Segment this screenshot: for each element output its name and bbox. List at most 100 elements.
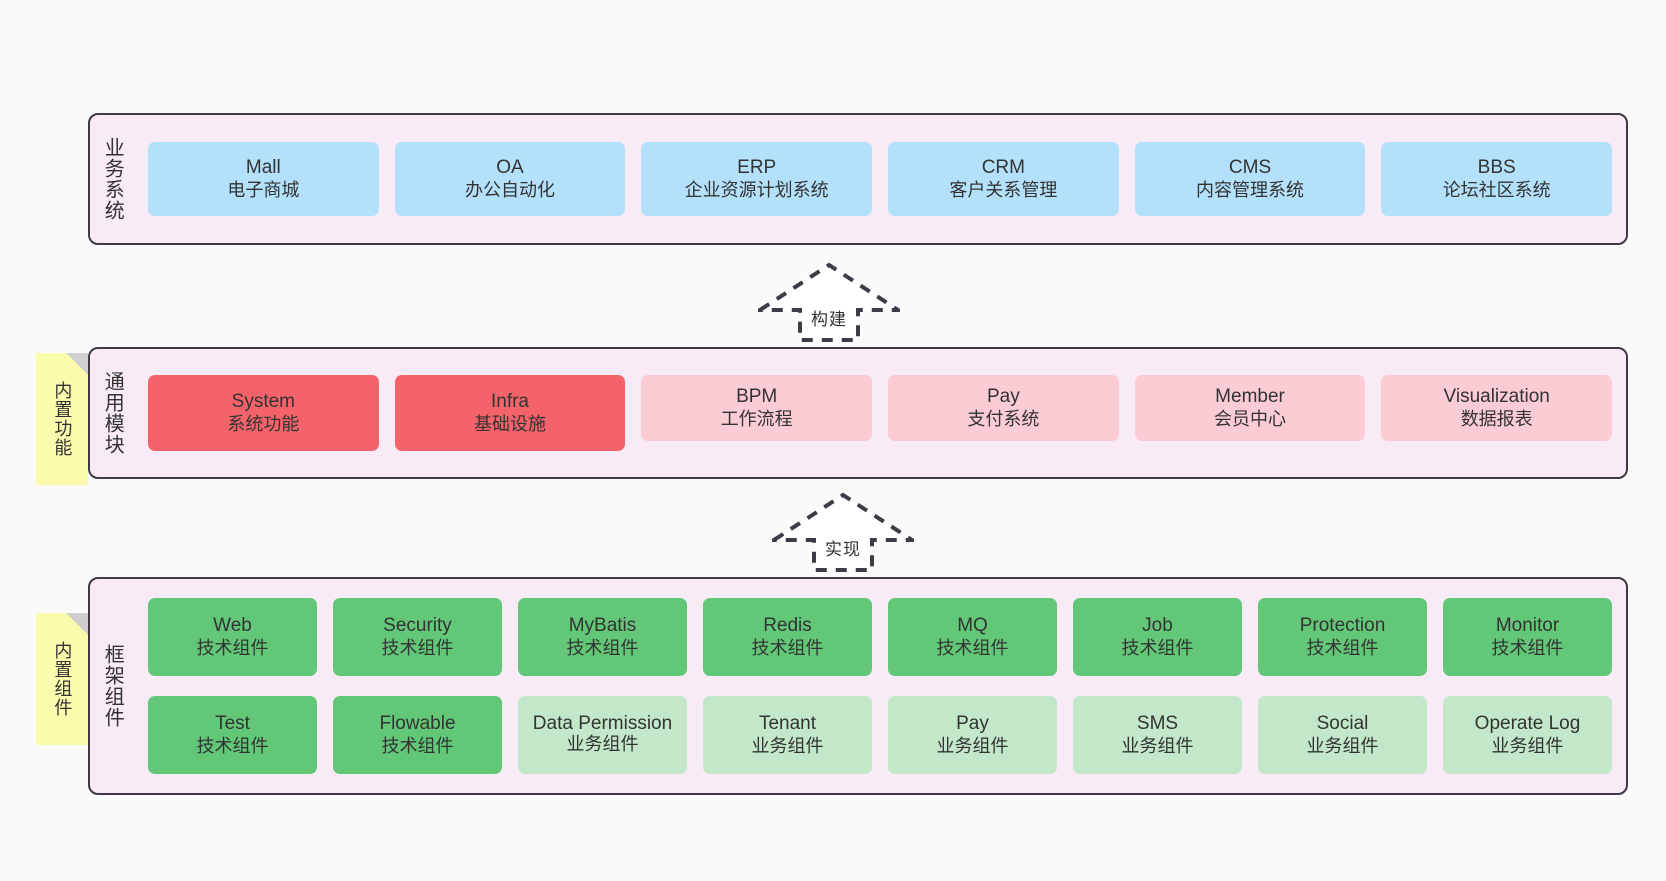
cell-system-cn: 系统功能 — [227, 413, 300, 434]
layer-business-title: 业务系统 — [101, 137, 124, 221]
cell-visualization[interactable]: Visualization 数据报表 — [1381, 375, 1613, 441]
cell-sms-cn: 业务组件 — [1121, 735, 1194, 756]
cell-social-en: Social — [1316, 713, 1369, 735]
cell-job-en: Job — [1142, 615, 1173, 637]
layer-module-body: System 系统功能 Infra 基础设施 BPM 工作流程 Pay 支付系统… — [134, 349, 1626, 477]
cell-protection[interactable]: Protection 技术组件 — [1258, 598, 1427, 676]
cell-bpm-en: BPM — [736, 386, 778, 408]
cell-infra-cn: 基础设施 — [474, 413, 546, 434]
cell-mall[interactable]: Mall 电子商城 — [148, 142, 379, 216]
cell-operate-log-cn: 业务组件 — [1491, 735, 1564, 756]
sticky-note-builtin-component-label: 内置组件 — [52, 641, 73, 717]
cell-sms[interactable]: SMS 业务组件 — [1073, 696, 1242, 774]
cell-bpm[interactable]: BPM 工作流程 — [641, 375, 873, 441]
cell-cms-cn: 内容管理系统 — [1196, 179, 1305, 200]
connector-implement-label: 实现 — [825, 540, 861, 559]
cell-cms-en: CMS — [1228, 157, 1272, 179]
cell-job-cn: 技术组件 — [1121, 637, 1194, 658]
cell-security-en: Security — [383, 615, 452, 637]
connector-build-label: 构建 — [811, 310, 847, 329]
layer-framework-row-tech: Web 技术组件 Security 技术组件 MyBatis 技术组件 Redi… — [148, 598, 1612, 676]
cell-web-en: Web — [213, 615, 252, 637]
cell-monitor-cn: 技术组件 — [1491, 637, 1564, 658]
cell-system[interactable]: System 系统功能 — [148, 375, 379, 451]
cell-social[interactable]: Social 业务组件 — [1258, 696, 1427, 774]
cell-mq[interactable]: MQ 技术组件 — [888, 598, 1057, 676]
cell-social-cn: 业务组件 — [1306, 735, 1379, 756]
cell-cms[interactable]: CMS 内容管理系统 — [1134, 142, 1366, 216]
cell-mall-en: Mall — [245, 157, 281, 179]
cell-flowable-cn: 技术组件 — [381, 735, 454, 756]
cell-mq-cn: 技术组件 — [936, 637, 1009, 658]
cell-security[interactable]: Security 技术组件 — [333, 598, 502, 676]
connector-build: 构建 — [758, 262, 900, 342]
cell-oa-en: OA — [496, 157, 524, 179]
cell-sms-en: SMS — [1136, 713, 1179, 735]
cell-mybatis-cn: 技术组件 — [566, 637, 639, 658]
cell-protection-cn: 技术组件 — [1306, 637, 1379, 658]
cell-bbs-en: BBS — [1477, 157, 1516, 179]
cell-crm-en: CRM — [981, 157, 1025, 179]
layer-business-body: Mall 电子商城 OA 办公自动化 ERP 企业资源计划系统 CRM 客户关系… — [134, 115, 1626, 243]
cell-pay-module-cn: 支付系统 — [967, 408, 1040, 429]
layer-module-row: System 系统功能 Infra 基础设施 BPM 工作流程 Pay 支付系统… — [148, 375, 1613, 451]
cell-bpm-cn: 工作流程 — [720, 408, 793, 429]
sticky-note-builtin-function-label: 内置功能 — [52, 381, 73, 457]
cell-operate-log[interactable]: Operate Log 业务组件 — [1443, 696, 1612, 774]
cell-protection-en: Protection — [1299, 615, 1386, 637]
layer-module: 通用模块 System 系统功能 Infra 基础设施 BPM 工作流程 Pay… — [88, 347, 1628, 479]
cell-data-permission-en: Data Permission — [532, 712, 673, 734]
cell-erp[interactable]: ERP 企业资源计划系统 — [641, 142, 873, 216]
cell-system-en: System — [231, 391, 296, 413]
cell-redis-en: Redis — [763, 615, 812, 637]
cell-monitor-en: Monitor — [1495, 615, 1560, 637]
cell-job[interactable]: Job 技术组件 — [1073, 598, 1242, 676]
layer-framework: 框架组件 Web 技术组件 Security 技术组件 MyBatis 技术组件… — [88, 577, 1628, 795]
sticky-note-builtin-function: 内置功能 — [36, 353, 88, 485]
cell-monitor[interactable]: Monitor 技术组件 — [1443, 598, 1612, 676]
cell-crm[interactable]: CRM 客户关系管理 — [888, 142, 1119, 216]
cell-erp-en: ERP — [737, 157, 777, 179]
cell-pay-component[interactable]: Pay 业务组件 — [888, 696, 1057, 774]
cell-pay-module-en: Pay — [986, 386, 1020, 408]
cell-visualization-en: Visualization — [1443, 386, 1550, 408]
cell-test[interactable]: Test 技术组件 — [148, 696, 317, 774]
cell-oa[interactable]: OA 办公自动化 — [394, 142, 626, 216]
cell-oa-cn: 办公自动化 — [465, 179, 555, 200]
layer-framework-body: Web 技术组件 Security 技术组件 MyBatis 技术组件 Redi… — [134, 579, 1626, 793]
cell-pay-module[interactable]: Pay 支付系统 — [888, 375, 1119, 441]
layer-module-title: 通用模块 — [101, 371, 124, 455]
sticky-note-builtin-component: 内置组件 — [36, 613, 88, 745]
layer-framework-row-biz: Test 技术组件 Flowable 技术组件 Data Permission … — [148, 696, 1612, 774]
cell-web-cn: 技术组件 — [196, 637, 269, 658]
cell-pay-component-en: Pay — [956, 713, 989, 735]
cell-tenant-cn: 业务组件 — [751, 735, 824, 756]
cell-visualization-cn: 数据报表 — [1460, 408, 1533, 429]
cell-mybatis[interactable]: MyBatis 技术组件 — [518, 598, 687, 676]
cell-redis[interactable]: Redis 技术组件 — [703, 598, 872, 676]
cell-mall-cn: 电子商城 — [227, 179, 300, 200]
cell-bbs-cn: 论坛社区系统 — [1442, 179, 1551, 200]
cell-infra-en: Infra — [490, 391, 530, 413]
cell-test-en: Test — [215, 713, 250, 735]
cell-security-cn: 技术组件 — [381, 637, 454, 658]
cell-flowable[interactable]: Flowable 技术组件 — [333, 696, 502, 774]
cell-web[interactable]: Web 技术组件 — [148, 598, 317, 676]
cell-operate-log-en: Operate Log — [1474, 713, 1581, 735]
layer-business: 业务系统 Mall 电子商城 OA 办公自动化 ERP 企业资源计划系统 CRM… — [88, 113, 1628, 245]
cell-erp-cn: 企业资源计划系统 — [684, 179, 829, 200]
cell-member-cn: 会员中心 — [1214, 408, 1287, 429]
cell-redis-cn: 技术组件 — [751, 637, 824, 658]
cell-tenant[interactable]: Tenant 业务组件 — [703, 696, 872, 774]
cell-mq-en: MQ — [957, 615, 988, 637]
layer-framework-title: 框架组件 — [101, 644, 124, 728]
layer-business-row: Mall 电子商城 OA 办公自动化 ERP 企业资源计划系统 CRM 客户关系… — [148, 142, 1613, 216]
cell-pay-component-cn: 业务组件 — [936, 735, 1009, 756]
cell-crm-cn: 客户关系管理 — [949, 179, 1058, 200]
cell-tenant-en: Tenant — [758, 713, 817, 735]
cell-data-permission[interactable]: Data Permission 业务组件 — [518, 696, 687, 774]
cell-member[interactable]: Member 会员中心 — [1134, 375, 1366, 441]
cell-bbs[interactable]: BBS 论坛社区系统 — [1381, 142, 1613, 216]
cell-infra[interactable]: Infra 基础设施 — [394, 375, 626, 451]
